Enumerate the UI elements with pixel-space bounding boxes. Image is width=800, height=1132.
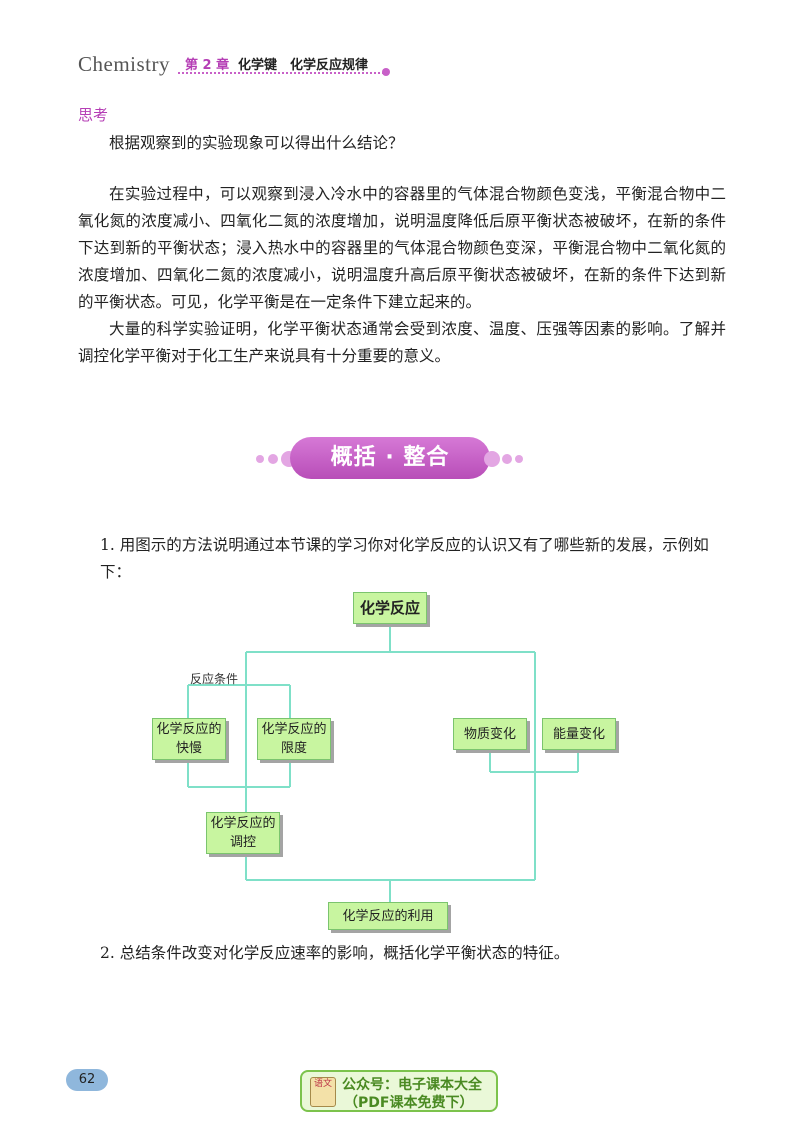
diagram-root-box: 化学反应 xyxy=(353,592,427,624)
header-title: 化学键 化学反应规律 xyxy=(238,58,369,73)
diagram-limit-box: 化学反应的限度 xyxy=(257,718,331,760)
summary-banner: 概括 · 整合 xyxy=(290,437,490,479)
header-word: Chemistry xyxy=(78,52,170,76)
diagram-matter-box: 物质变化 xyxy=(453,718,527,750)
banner-dot-right-3 xyxy=(515,455,523,463)
question-1: 1. 用图示的方法说明通过本节课的学习你对化学反应的认识又有了哪些新的发展，示例… xyxy=(100,536,709,581)
header-dot xyxy=(382,68,390,76)
banner-dot-right-2 xyxy=(502,454,512,464)
banner-dot-left-2 xyxy=(268,454,278,464)
header-chapter: 第 2 章 xyxy=(185,58,230,73)
banner-dot-left-1 xyxy=(256,455,264,463)
watermark-line-1: 公众号：电子课本大全 xyxy=(342,1077,482,1093)
page-number: 62 xyxy=(66,1069,108,1091)
paragraph-2: 大量的科学实验证明，化学平衡状态通常会受到浓度、温度、压强等因素的影响。了解并调… xyxy=(78,320,726,365)
paragraph-1: 在实验过程中，可以观察到浸入冷水中的容器里的气体混合物颜色变浅，平衡混合物中二氧… xyxy=(78,185,726,311)
watermark-badge: 语文 公众号：电子课本大全 （PDF课本免费下） xyxy=(300,1070,498,1112)
diagram-control-box: 化学反应的调控 xyxy=(206,812,280,854)
think-question: 根据观察到的实验现象可以得出什么结论？ xyxy=(109,134,404,152)
banner-dot-right-1 xyxy=(484,451,500,467)
question-2: 2. 总结条件改变对化学反应速率的影响，概括化学平衡状态的特征。 xyxy=(100,944,570,962)
header-dotted-line xyxy=(178,72,384,74)
book-icon: 语文 xyxy=(310,1077,336,1107)
diagram-rate-box: 化学反应的快慢 xyxy=(152,718,226,760)
diagram-use-box: 化学反应的利用 xyxy=(328,902,448,930)
diagram-condition-label: 反应条件 xyxy=(190,672,239,686)
diagram-energy-box: 能量变化 xyxy=(542,718,616,750)
think-label: 思考 xyxy=(78,106,109,124)
watermark-line-2: （PDF课本免费下） xyxy=(344,1095,474,1111)
